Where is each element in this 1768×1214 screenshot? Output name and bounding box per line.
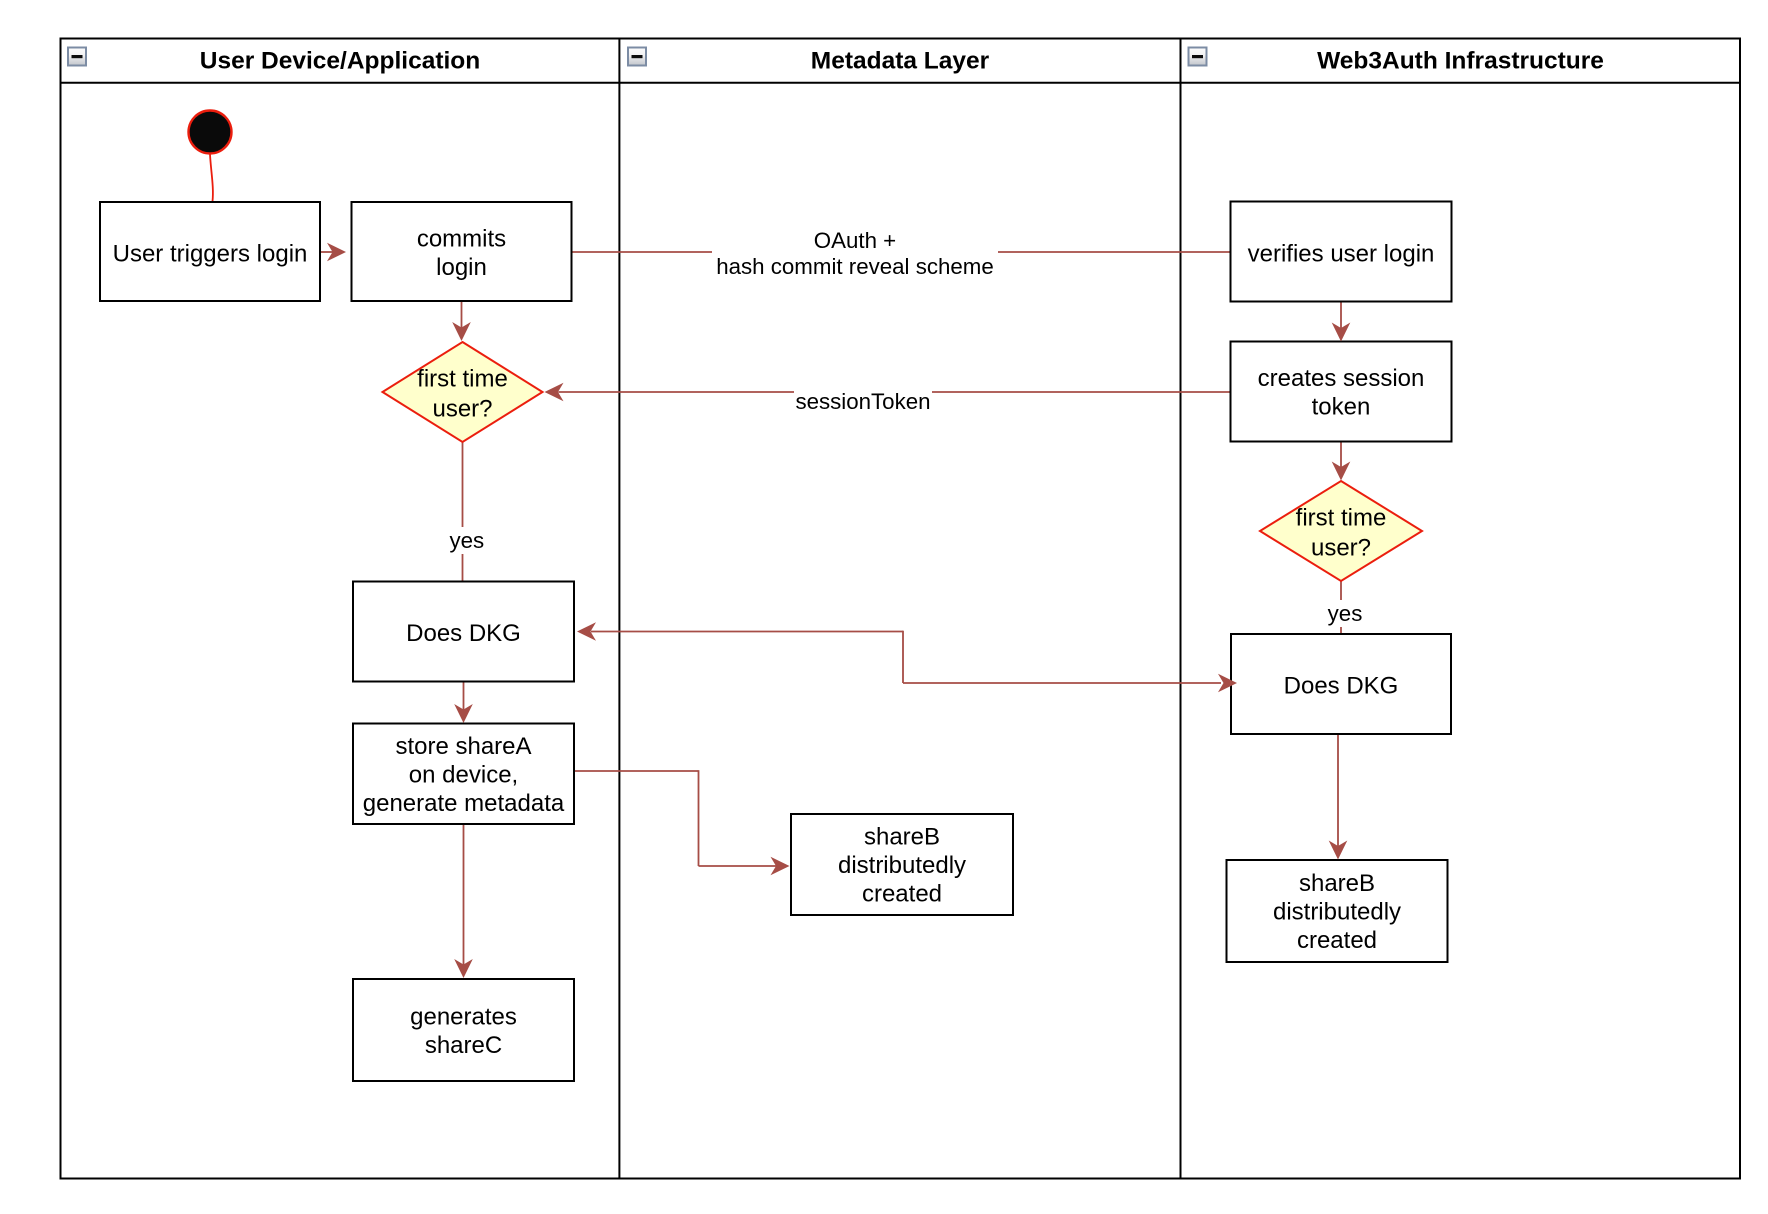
svg-text:creates session: creates session <box>1258 365 1425 392</box>
svg-text:sessionToken: sessionToken <box>795 389 930 414</box>
svg-text:hash commit reveal scheme: hash commit reveal scheme <box>716 254 994 279</box>
svg-text:login: login <box>436 254 487 281</box>
svg-text:shareC: shareC <box>425 1032 502 1059</box>
svg-text:Does DKG: Does DKG <box>406 620 521 647</box>
svg-text:token: token <box>1312 393 1371 420</box>
svg-text:first time: first time <box>1296 505 1387 532</box>
svg-text:verifies user login: verifies user login <box>1248 240 1435 267</box>
svg-text:shareB: shareB <box>1299 870 1375 897</box>
svg-text:first time: first time <box>417 366 508 393</box>
svg-text:yes: yes <box>449 528 484 553</box>
svg-text:User triggers login: User triggers login <box>113 240 308 267</box>
svg-text:Metadata Layer: Metadata Layer <box>811 48 990 75</box>
svg-text:store shareA: store shareA <box>395 733 531 760</box>
svg-text:user?: user? <box>1311 534 1371 561</box>
svg-text:Does DKG: Does DKG <box>1284 673 1399 700</box>
svg-text:commits: commits <box>417 226 506 253</box>
svg-text:shareB: shareB <box>864 823 940 850</box>
svg-text:User Device/Application: User Device/Application <box>200 48 480 75</box>
svg-text:user?: user? <box>432 395 492 422</box>
svg-text:generate metadata: generate metadata <box>363 790 565 817</box>
svg-text:OAuth +: OAuth + <box>814 228 896 253</box>
svg-text:on device,: on device, <box>409 761 518 788</box>
svg-text:distributedly: distributedly <box>1273 898 1401 925</box>
svg-text:distributedly: distributedly <box>838 852 966 879</box>
svg-text:generates: generates <box>410 1003 517 1030</box>
svg-text:yes: yes <box>1328 601 1363 626</box>
svg-text:created: created <box>1297 927 1377 954</box>
svg-text:Web3Auth Infrastructure: Web3Auth Infrastructure <box>1317 48 1604 75</box>
svg-text:created: created <box>862 880 942 907</box>
